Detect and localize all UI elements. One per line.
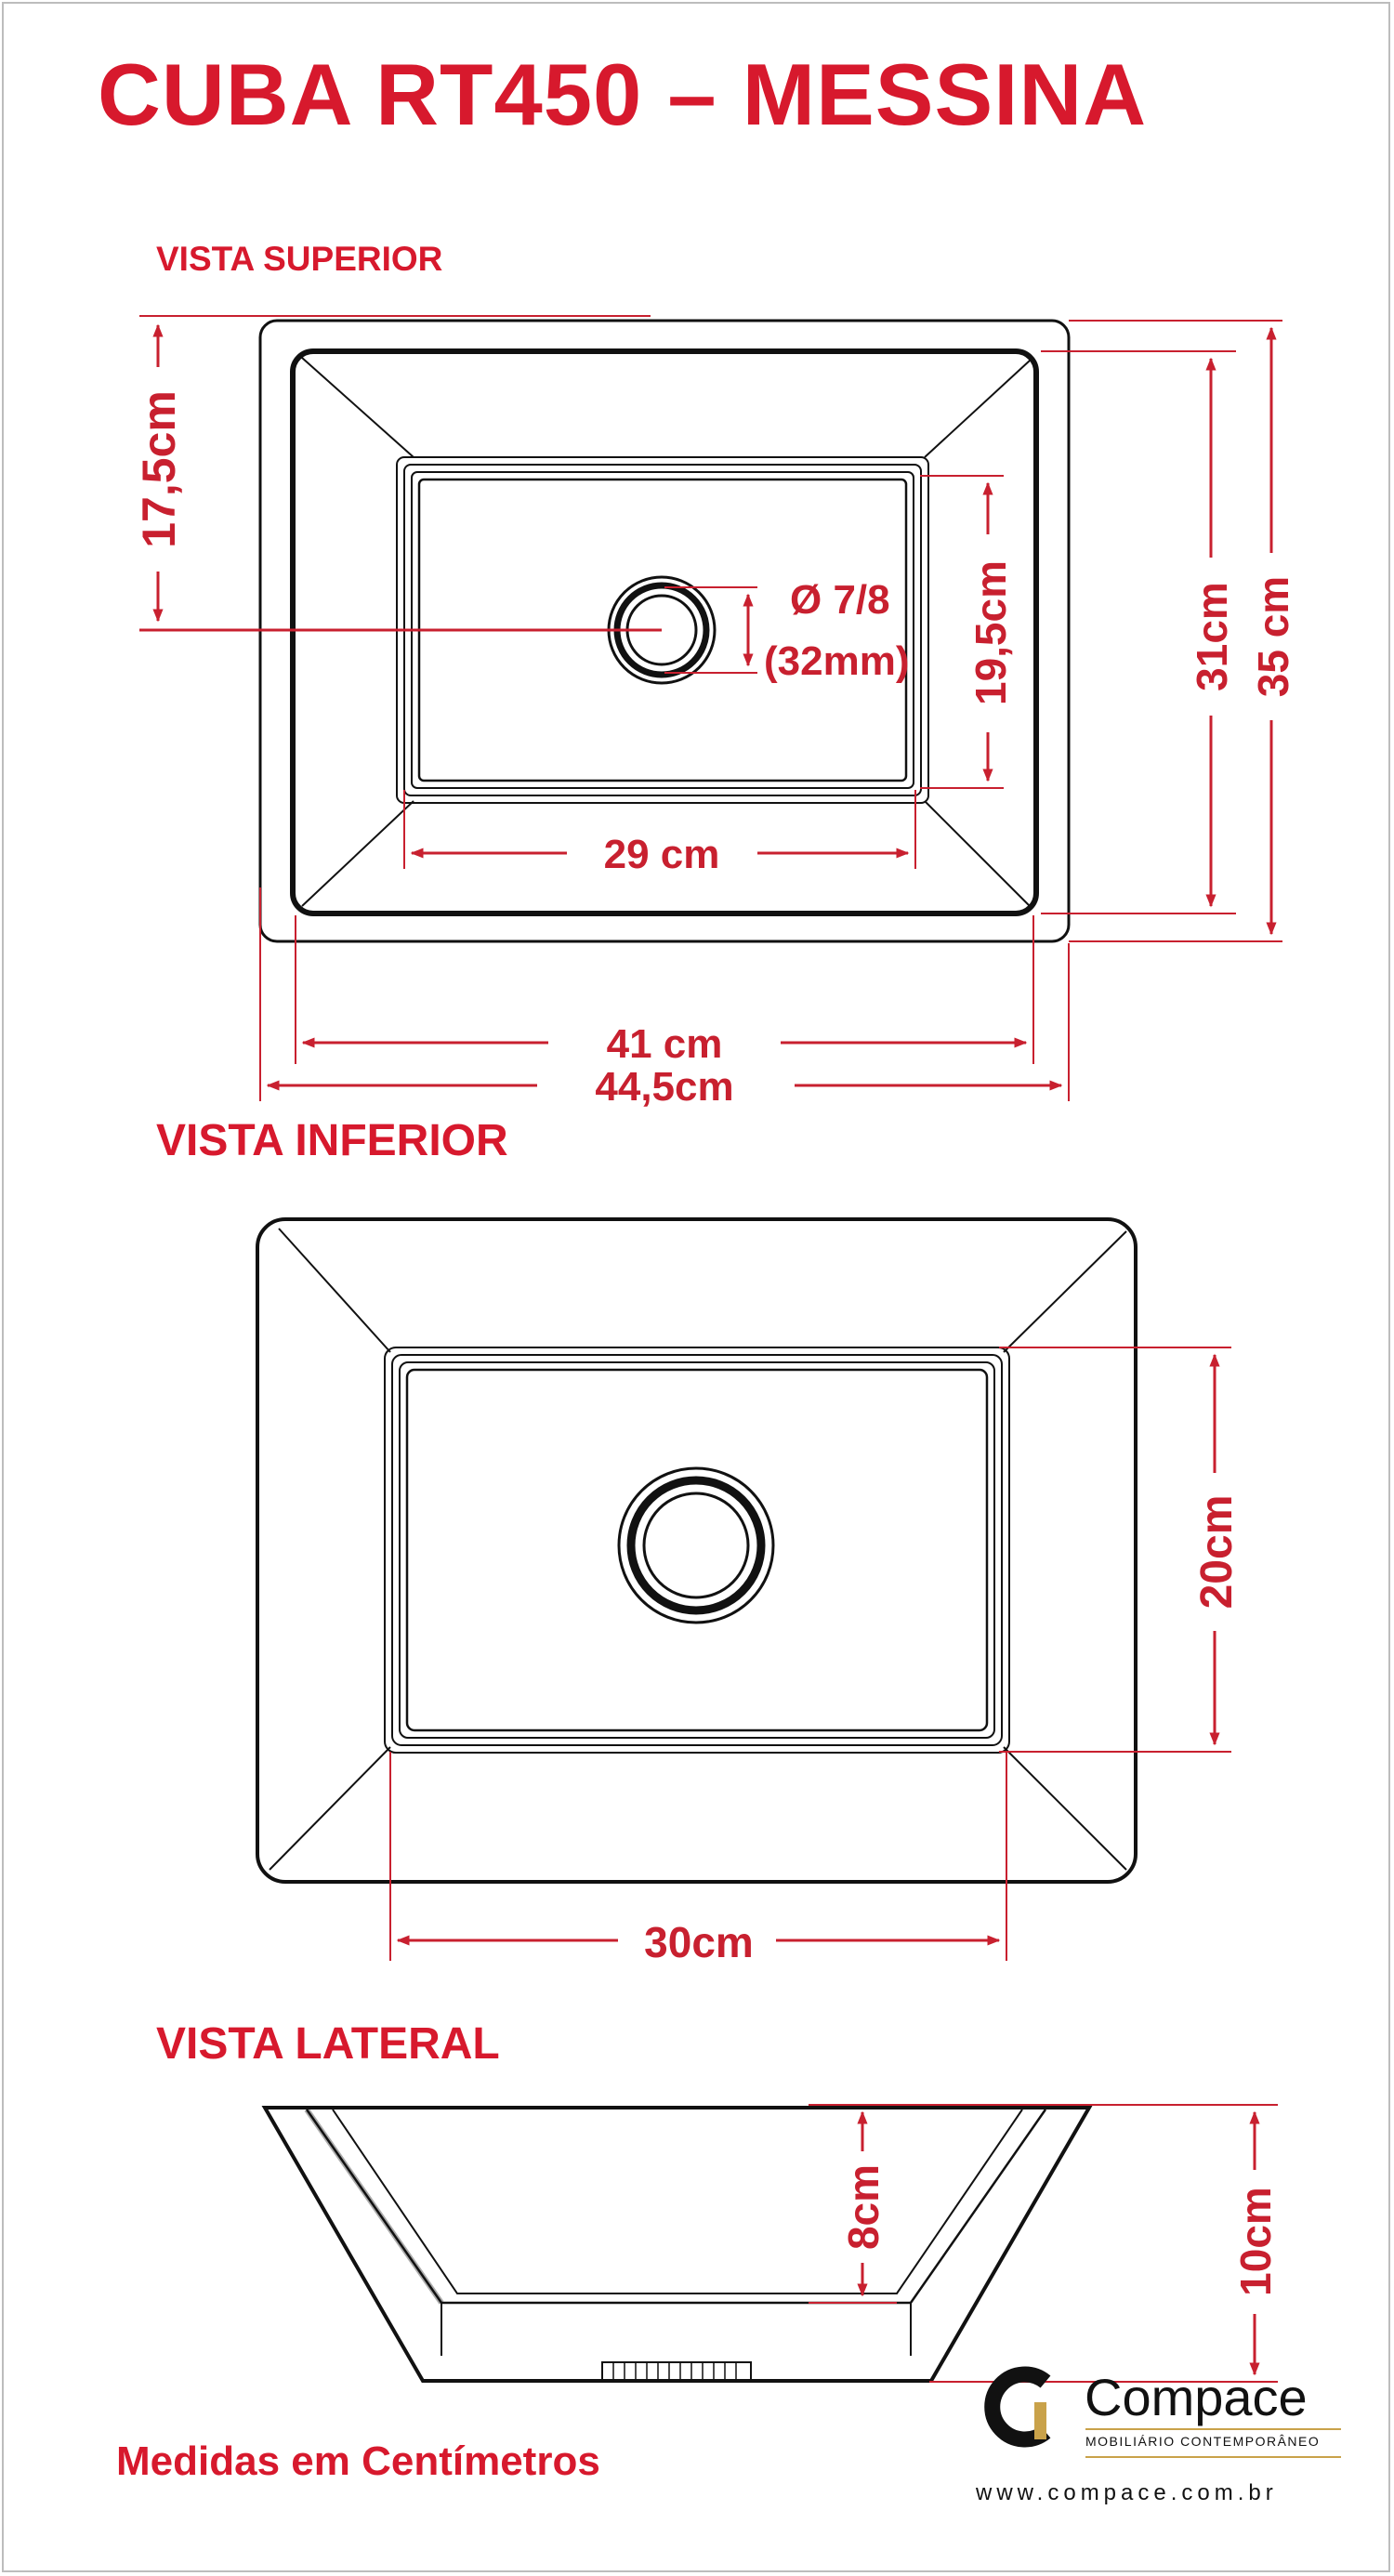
top-basin-depth-label: 19,5cm [967,560,1015,705]
top-outer-depth-label: 35 cm [1249,576,1297,697]
side-outer-height-label: 10cm [1231,2187,1280,2296]
bottom-view-sink [256,1217,1138,1884]
brand-block: Compace MOBILIÁRIO CONTEMPORÂNEO www.com… [976,2356,1348,2542]
top-drain-diameter-mm-label: (32mm) [764,638,910,684]
brand-name: Compace [1085,2368,1308,2426]
top-inner-width-label: 41 cm [607,1021,723,1067]
top-view-dimension-lines [139,315,1282,1101]
side-view-sink [261,2106,1093,2383]
section-title-top-view: VISTA SUPERIOR [156,240,443,278]
brand-tagline: MOBILIÁRIO CONTEMPORÂNEO [1085,2434,1321,2449]
compace-logo-icon [984,2366,1051,2448]
bottom-view-dimension-lines [389,1347,1231,1961]
brand-divider [1085,2428,1341,2430]
section-title-bottom-view: VISTA INFERIOR [156,1116,508,1165]
side-inner-height-label: 8cm [839,2164,888,2250]
section-title-side-view: VISTA LATERAL [156,2019,500,2069]
bottom-view-drain-icon [617,1466,775,1624]
top-inner-depth-label: 31cm [1188,582,1236,691]
top-basin-width-label: 29 cm [604,832,720,877]
top-drain-diameter-fraction-label: Ø 7/8 [790,577,890,623]
brand-divider-bottom [1085,2456,1341,2458]
bottom-base-depth-label: 20cm [1192,1495,1242,1610]
top-outer-width-label: 44,5cm [595,1064,733,1110]
top-drain-offset-label: 17,5cm [133,390,185,548]
measurement-unit-note: Medidas em Centímetros [116,2438,600,2484]
brand-website-link[interactable]: www.compace.com.br [976,2480,1278,2505]
page-title: CUBA RT450 – MESSINA [98,46,1148,143]
bottom-base-width-label: 30cm [644,1918,754,1966]
side-view-dimension-lines [809,2104,1278,2383]
